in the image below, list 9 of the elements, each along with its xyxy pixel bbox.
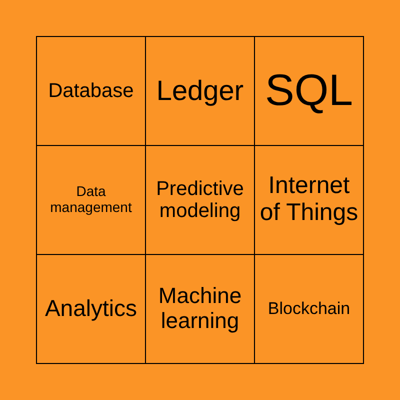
bingo-square: SQL bbox=[254, 36, 364, 146]
bingo-square: Internet of Things bbox=[254, 146, 364, 254]
bingo-square: Data management bbox=[36, 146, 146, 254]
bingo-square: Machine learning bbox=[146, 254, 254, 364]
bingo-square: Database bbox=[36, 36, 146, 146]
bingo-square: Analytics bbox=[36, 254, 146, 364]
bingo-square: Ledger bbox=[146, 36, 254, 146]
bingo-square: Predictive modeling bbox=[146, 146, 254, 254]
bingo-square: Blockchain bbox=[254, 254, 364, 364]
